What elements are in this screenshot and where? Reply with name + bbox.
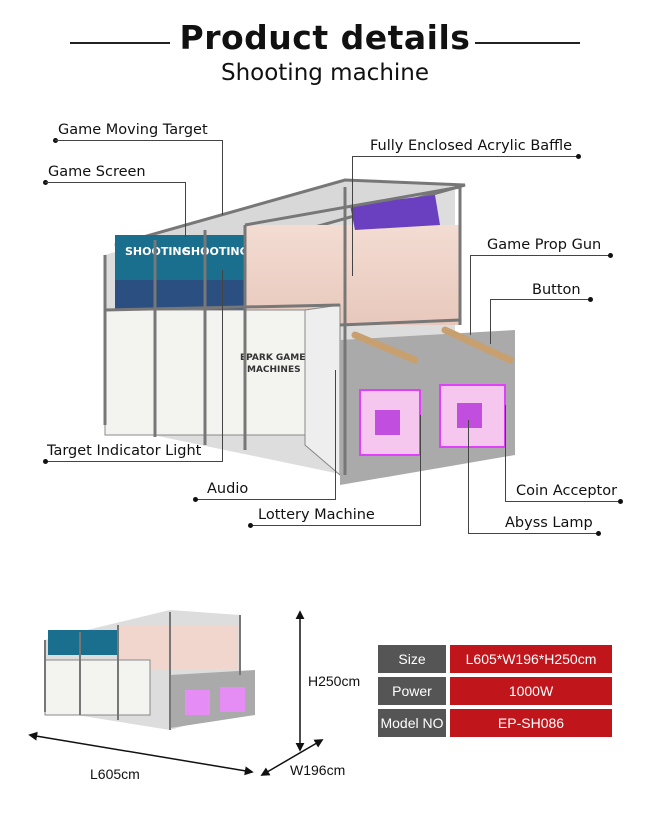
- callout-line: [490, 299, 590, 300]
- svg-text:MACHINES: MACHINES: [247, 365, 301, 375]
- callout-dot: [596, 531, 601, 536]
- page-title: Product details: [179, 18, 471, 57]
- callout-coin-acceptor: Coin Acceptor: [516, 483, 618, 499]
- callout-line: [45, 461, 223, 462]
- callout-line: [470, 255, 610, 256]
- callout-prop-gun: Game Prop Gun: [487, 237, 602, 253]
- callout-acrylic-baffle: Fully Enclosed Acrylic Baffle: [370, 138, 573, 154]
- callout-game-screen: Game Screen: [48, 164, 146, 180]
- svg-text:SHOOTING: SHOOTING: [183, 245, 249, 258]
- length-label: L605cm: [90, 766, 140, 782]
- width-arrow: [260, 739, 324, 776]
- dimension-arrows: [28, 610, 324, 776]
- callout-line: [250, 525, 420, 526]
- spec-label: Power: [378, 677, 446, 705]
- callout-line: [490, 299, 491, 344]
- callout-line: [45, 182, 185, 183]
- callout-game-moving-target: Game Moving Target: [58, 122, 208, 138]
- callout-line: [468, 420, 469, 534]
- machine-dimension-photo: [44, 610, 255, 730]
- height-label: H250cm: [308, 673, 361, 689]
- machine-photo: SHOOTING SHOOTING EPARK GAME MACHINES: [103, 178, 515, 485]
- callout-line: [335, 370, 336, 500]
- callout-line: [222, 140, 223, 215]
- callout-line: [55, 140, 223, 141]
- callout-line: [222, 270, 223, 462]
- callout-abyss-lamp: Abyss Lamp: [505, 515, 593, 531]
- callout-line: [352, 156, 578, 157]
- callout-line: [185, 182, 186, 237]
- callout-dot: [588, 297, 593, 302]
- spec-value: EP-SH086: [450, 709, 612, 737]
- callout-line: [468, 533, 598, 534]
- callout-line: [352, 156, 353, 276]
- spec-row: Model NO EP-SH086: [378, 709, 612, 737]
- spec-row: Size L605*W196*H250cm: [378, 645, 612, 673]
- spec-label: Size: [378, 645, 446, 673]
- callout-dot: [618, 499, 623, 504]
- page-subtitle: Shooting machine: [220, 60, 430, 86]
- callout-indicator-light: Target Indicator Light: [47, 443, 202, 459]
- spec-value: L605*W196*H250cm: [450, 645, 612, 673]
- spec-label: Model NO: [378, 709, 446, 737]
- callout-audio: Audio: [207, 481, 249, 497]
- callout-lottery-machine: Lottery Machine: [258, 507, 375, 523]
- callout-dot: [576, 154, 581, 159]
- title-rule-left: [70, 42, 170, 44]
- screen-text: SHOOTING: [125, 245, 191, 258]
- length-arrow: [28, 731, 254, 776]
- callout-line: [195, 499, 335, 500]
- callout-line: [505, 501, 620, 502]
- spec-row: Power 1000W: [378, 677, 612, 705]
- title-rule-right: [475, 42, 580, 44]
- callout-dot: [43, 459, 48, 464]
- callout-button: Button: [532, 282, 581, 298]
- callout-dot: [608, 253, 613, 258]
- logo-text: EPARK GAME: [240, 353, 305, 363]
- spec-value: 1000W: [450, 677, 612, 705]
- callout-line: [470, 255, 471, 335]
- callout-line: [420, 415, 421, 526]
- width-label: W196cm: [290, 762, 346, 778]
- callout-dot: [193, 497, 198, 502]
- callout-line: [505, 405, 506, 501]
- callout-dot: [248, 523, 253, 528]
